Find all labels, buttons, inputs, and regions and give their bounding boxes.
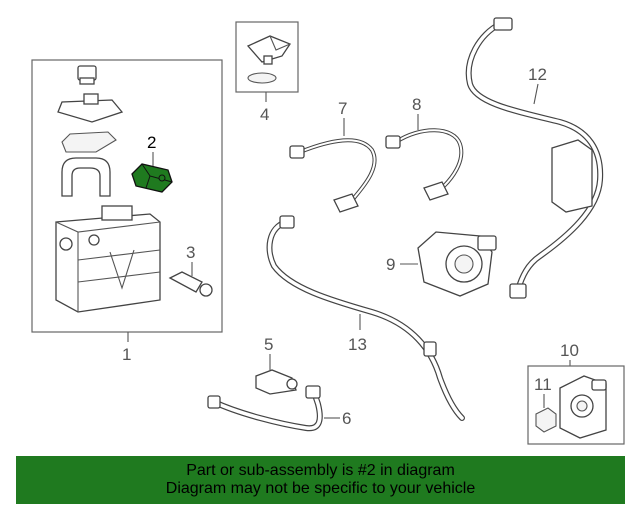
part-2-solenoid[interactable] <box>131 163 173 193</box>
part-1-valve-lid[interactable] <box>57 93 124 123</box>
callout-12-leader <box>533 83 539 105</box>
callout-2[interactable]: 2 <box>147 133 156 152</box>
part-10-frame <box>527 365 625 445</box>
callout-1[interactable]: 1 <box>122 345 131 364</box>
callout-4[interactable]: 4 <box>260 105 269 124</box>
callout-5[interactable]: 5 <box>264 335 273 354</box>
callout-10[interactable]: 10 <box>560 341 579 360</box>
part-12-hose-assembly[interactable] <box>465 17 604 299</box>
part-4-map-sensor[interactable] <box>246 35 291 65</box>
callout-7[interactable]: 7 <box>338 99 347 118</box>
part-1-bracket[interactable] <box>61 157 111 197</box>
part-1-cap[interactable] <box>77 65 97 85</box>
part-8-oxygen-sensor[interactable] <box>385 128 464 201</box>
part-4-seal[interactable] <box>247 72 277 84</box>
part-1-frame <box>31 59 223 333</box>
part-11-gasket[interactable] <box>535 407 557 433</box>
callout-13[interactable]: 13 <box>348 335 367 354</box>
parts-diagram: 2 3 1 4 7 8 9 <box>31 17 625 445</box>
part-10-valve-assembly[interactable] <box>559 375 607 439</box>
part-13-hose[interactable] <box>266 215 465 421</box>
banner-line-disclaimer: Diagram may not be specific to your vehi… <box>165 480 476 497</box>
callout-12[interactable]: 12 <box>528 65 547 84</box>
callout-11[interactable]: 11 <box>534 375 552 394</box>
part-1-gasket[interactable] <box>61 131 117 153</box>
part-3-vent-valve[interactable] <box>168 271 213 297</box>
banner-line-part: Part or sub-assembly is #2 in diagram <box>186 462 455 479</box>
callout-6[interactable]: 6 <box>342 409 351 428</box>
part-6-pipe[interactable] <box>207 385 323 432</box>
part-7-oxygen-sensor[interactable] <box>289 138 377 213</box>
part-1-canister[interactable] <box>55 205 161 313</box>
part-5-valve[interactable] <box>255 369 298 395</box>
callout-9[interactable]: 9 <box>386 255 395 274</box>
part-4-frame <box>235 21 299 93</box>
callout-8[interactable]: 8 <box>412 95 421 114</box>
part-9-air-pump[interactable] <box>417 231 497 297</box>
part-info-banner: Part or sub-assembly is #2 in diagram Di… <box>16 456 625 504</box>
callout-3[interactable]: 3 <box>186 243 195 262</box>
